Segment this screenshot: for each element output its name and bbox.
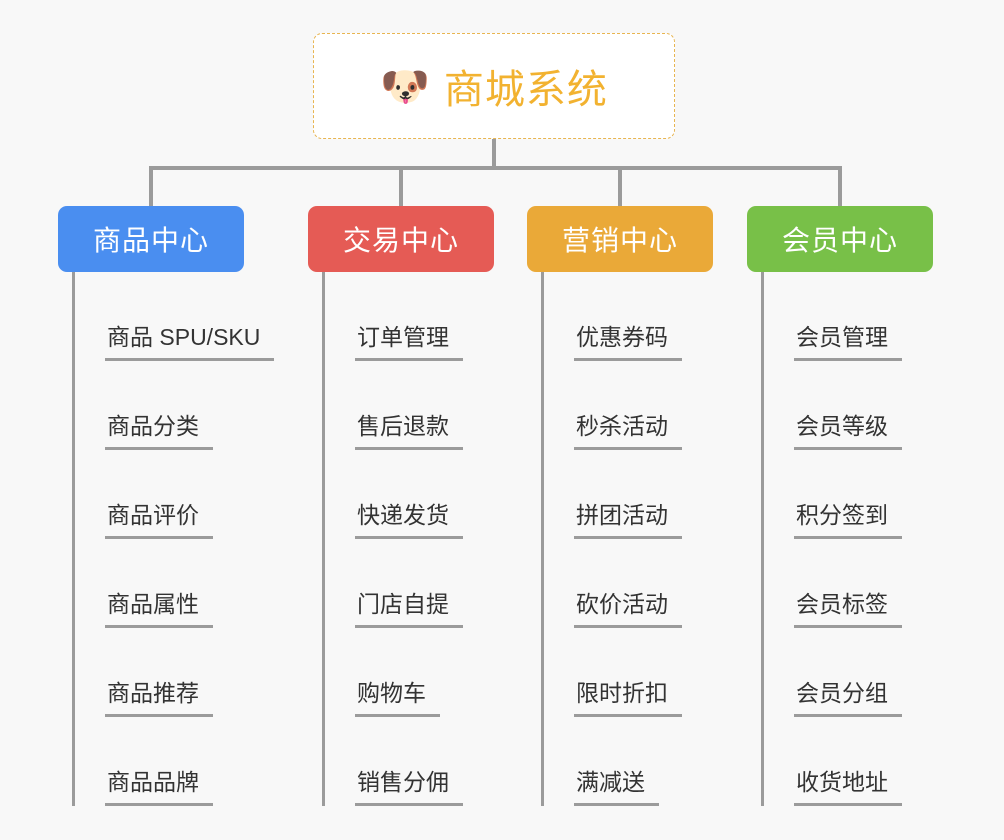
- leaf-item[interactable]: 商品品牌: [75, 717, 244, 806]
- connector-horizontal-bus: [149, 166, 841, 170]
- leaf-item-label: 售后退款: [355, 413, 463, 450]
- leaf-item-label: 订单管理: [355, 324, 463, 361]
- category-header-product-center[interactable]: 商品中心: [58, 206, 244, 272]
- connector-root-stem: [492, 139, 496, 169]
- leaf-item-label: 会员分组: [794, 680, 902, 717]
- leaf-item[interactable]: 砍价活动: [544, 539, 713, 628]
- connector-drop-member-center: [838, 166, 842, 208]
- leaf-item[interactable]: 满减送: [544, 717, 713, 806]
- leaf-item-label: 门店自提: [355, 591, 463, 628]
- leaf-item[interactable]: 收货地址: [764, 717, 933, 806]
- shiba-dog-face-icon: 🐶: [380, 65, 430, 109]
- column-member-center: 会员中心会员管理会员等级积分签到会员标签会员分组收货地址: [747, 206, 933, 806]
- leaf-item-label: 商品分类: [105, 413, 213, 450]
- leaf-item[interactable]: 销售分佣: [325, 717, 494, 806]
- leaf-list-marketing-center: 优惠券码秒杀活动拼团活动砍价活动限时折扣满减送: [541, 272, 713, 806]
- column-marketing-center: 营销中心优惠券码秒杀活动拼团活动砍价活动限时折扣满减送: [527, 206, 713, 806]
- leaf-item-label: 会员管理: [794, 324, 902, 361]
- leaf-item[interactable]: 积分签到: [764, 450, 933, 539]
- leaf-list-product-center: 商品 SPU/SKU 商品分类商品评价商品属性商品推荐商品品牌: [72, 272, 275, 806]
- leaf-item-label: 商品推荐: [105, 680, 213, 717]
- leaf-item[interactable]: 会员标签: [764, 539, 933, 628]
- category-header-label: 交易中心: [342, 225, 459, 256]
- column-product-center: 商品中心商品 SPU/SKU 商品分类商品评价商品属性商品推荐商品品牌: [58, 206, 275, 806]
- leaf-item[interactable]: 优惠券码: [544, 272, 713, 361]
- category-header-label: 会员中心: [781, 225, 898, 256]
- category-header-marketing-center[interactable]: 营销中心: [527, 206, 713, 272]
- category-header-label: 商品中心: [92, 225, 209, 256]
- leaf-item-label: 会员等级: [794, 413, 902, 450]
- leaf-item-label: 购物车: [355, 680, 440, 717]
- leaf-item-label: 商品评价: [105, 502, 213, 539]
- leaf-item[interactable]: 会员分组: [764, 628, 933, 717]
- leaf-item-label: 商品品牌: [105, 769, 213, 806]
- leaf-item[interactable]: 商品属性: [75, 539, 244, 628]
- leaf-item-label: 快递发货: [355, 502, 463, 539]
- leaf-item-label: 砍价活动: [574, 591, 682, 628]
- leaf-item[interactable]: 商品推荐: [75, 628, 244, 717]
- leaf-item[interactable]: 秒杀活动: [544, 361, 713, 450]
- leaf-item-label: 销售分佣: [355, 769, 463, 806]
- category-header-trade-center[interactable]: 交易中心: [308, 206, 494, 272]
- leaf-item[interactable]: 拼团活动: [544, 450, 713, 539]
- leaf-item-label: 商品属性: [105, 591, 213, 628]
- leaf-item-label: 限时折扣: [574, 680, 682, 717]
- leaf-item-label: 商品 SPU/SKU: [105, 324, 275, 361]
- leaf-item-label: 会员标签: [794, 591, 902, 628]
- category-header-member-center[interactable]: 会员中心: [747, 206, 933, 272]
- category-header-label: 营销中心: [561, 225, 678, 256]
- leaf-item[interactable]: 商品评价: [75, 450, 244, 539]
- leaf-item[interactable]: 订单管理: [325, 272, 494, 361]
- leaf-item-label: 优惠券码: [574, 324, 682, 361]
- leaf-item-label: 收货地址: [794, 769, 902, 806]
- connector-drop-product-center: [149, 166, 153, 208]
- leaf-item[interactable]: 商品分类: [75, 361, 244, 450]
- leaf-item[interactable]: 门店自提: [325, 539, 494, 628]
- leaf-item[interactable]: 限时折扣: [544, 628, 713, 717]
- leaf-item[interactable]: 快递发货: [325, 450, 494, 539]
- leaf-item-label: 拼团活动: [574, 502, 682, 539]
- leaf-item-label: 秒杀活动: [574, 413, 682, 450]
- leaf-item[interactable]: 售后退款: [325, 361, 494, 450]
- root-title: 商城系统: [443, 68, 608, 112]
- leaf-item[interactable]: 会员管理: [764, 272, 933, 361]
- connector-drop-marketing-center: [618, 166, 622, 208]
- leaf-item-label: 满减送: [574, 769, 659, 806]
- leaf-list-member-center: 会员管理会员等级积分签到会员标签会员分组收货地址: [761, 272, 933, 806]
- root-node[interactable]: 🐶 商城系统: [313, 33, 675, 139]
- connector-drop-trade-center: [399, 166, 403, 208]
- leaf-item[interactable]: 商品 SPU/SKU: [75, 272, 275, 361]
- column-trade-center: 交易中心订单管理售后退款快递发货门店自提购物车销售分佣: [308, 206, 494, 806]
- leaf-item[interactable]: 会员等级: [764, 361, 933, 450]
- leaf-item[interactable]: 购物车: [325, 628, 494, 717]
- leaf-list-trade-center: 订单管理售后退款快递发货门店自提购物车销售分佣: [322, 272, 494, 806]
- leaf-item-label: 积分签到: [794, 502, 902, 539]
